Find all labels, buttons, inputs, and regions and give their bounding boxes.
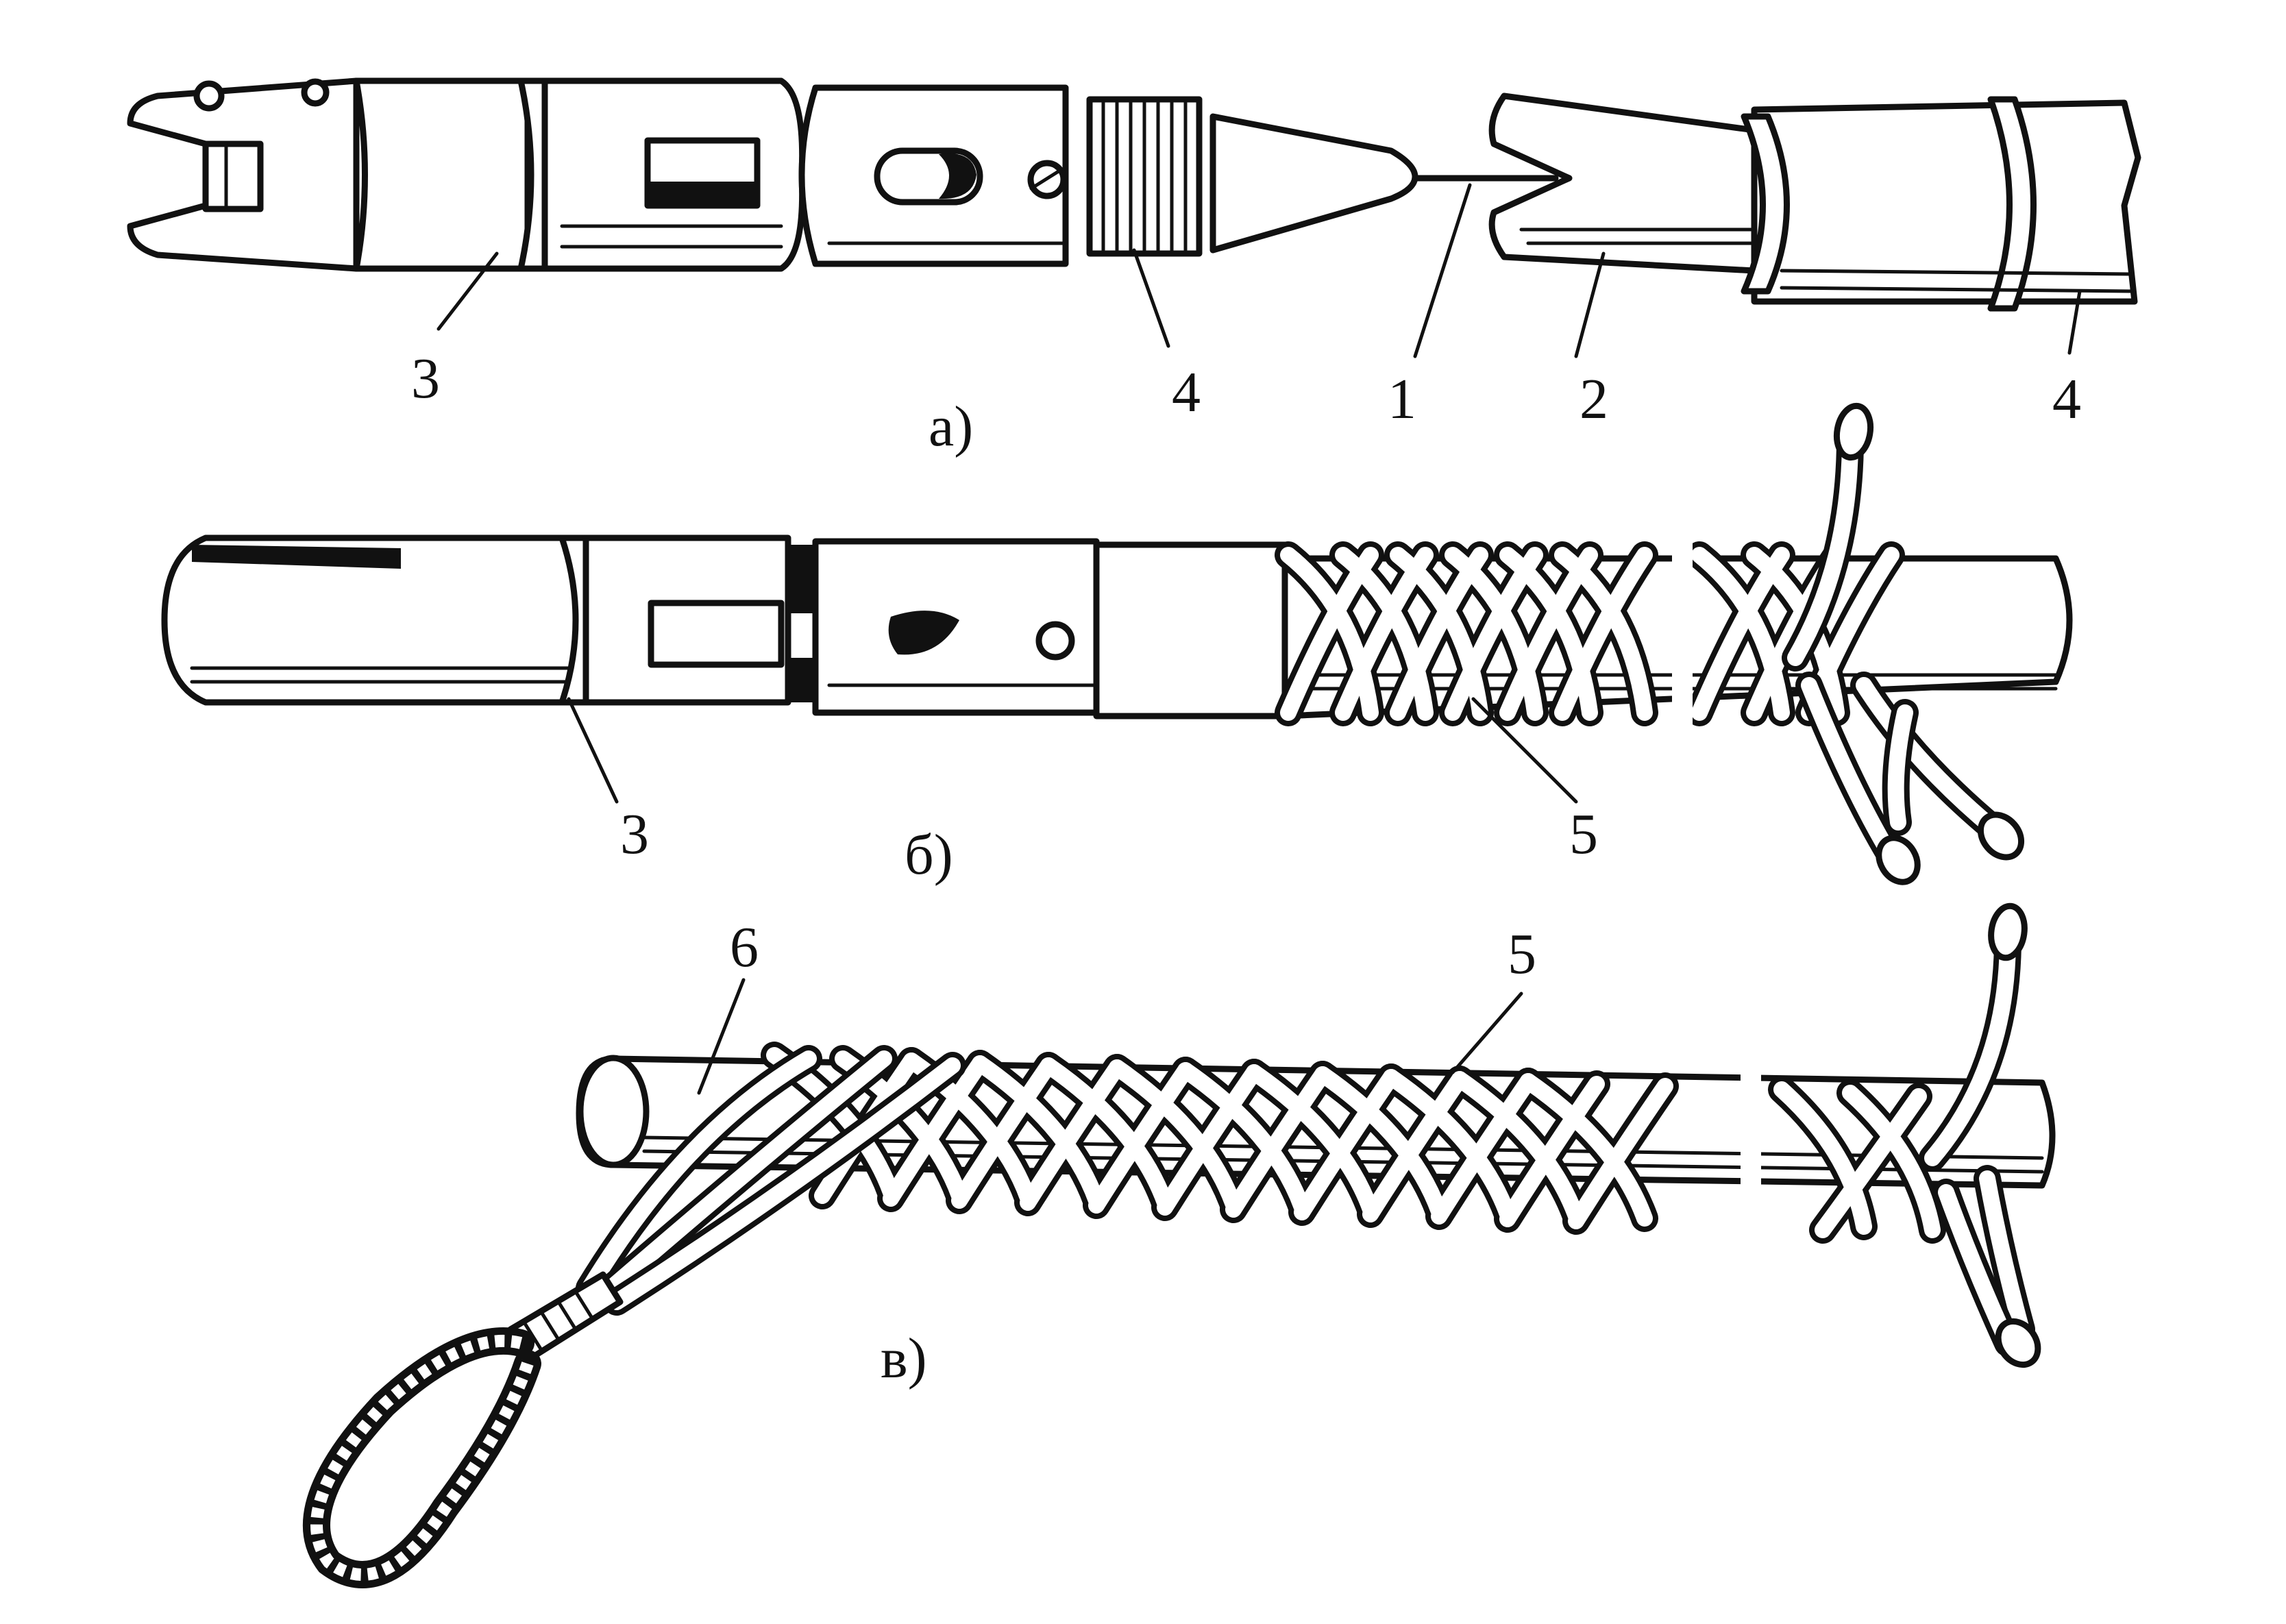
assembly-c (303, 902, 2056, 1588)
a-leader-4-left (1132, 248, 1170, 348)
b-wire-cap-1 (1876, 835, 1921, 885)
a-leader-4-right (2067, 289, 2082, 355)
assembly-a (127, 77, 2141, 358)
part-b-labels: 3 5 б) (620, 802, 1598, 887)
label-c-5: 5 (1508, 922, 1536, 986)
label-a-4-left: 4 (1172, 360, 1201, 424)
a-thread-lines (1101, 101, 1188, 252)
caption-a: а) (929, 395, 973, 458)
b-woven-grip-5 (1275, 402, 2025, 885)
label-a-3: 3 (411, 347, 440, 410)
part-a-labels: 3 4 1 2 4 а) (411, 347, 2081, 458)
caption-c: в) (881, 1327, 927, 1390)
a-ring-right-4 (1987, 96, 2037, 312)
label-a-2: 2 (1580, 367, 1608, 431)
a-head-slot (202, 140, 264, 212)
c-cable-end (577, 1055, 650, 1168)
b-collar (1093, 541, 1288, 719)
c-wire-cap-top (1988, 902, 2028, 961)
b-leader-3 (567, 697, 619, 804)
a-leader-1 (1413, 183, 1472, 358)
a-leader-3 (437, 251, 499, 331)
b-wire-cap-2 (1977, 811, 2025, 861)
label-a-1: 1 (1388, 367, 1416, 431)
a-body-1 (353, 77, 531, 272)
b-wire-cap-top (1833, 402, 1874, 461)
assembly-b (161, 402, 2073, 885)
part-c-labels: 6 5 в) (730, 915, 1536, 1390)
a-nose-cone (1209, 113, 1418, 254)
label-b-3: 3 (620, 802, 649, 866)
caption-b: б) (905, 823, 953, 887)
label-c-6: 6 (730, 915, 759, 979)
c-woven-grip-5 (576, 902, 2041, 1368)
a-leader-2 (1574, 251, 1606, 358)
a-cable-body (1751, 99, 2141, 305)
a-arrow-tip-2 (1488, 93, 1758, 274)
label-a-4-right: 4 (2052, 367, 2081, 431)
label-b-5: 5 (1569, 802, 1598, 866)
c-leader-5 (1451, 992, 1523, 1074)
a-ring-left (1741, 113, 1790, 295)
b-slotted-end (161, 534, 579, 706)
c-leader-6 (697, 978, 746, 1095)
b-leader-5 (1471, 697, 1578, 804)
c-wire-cap-bottom (1995, 1318, 2041, 1368)
